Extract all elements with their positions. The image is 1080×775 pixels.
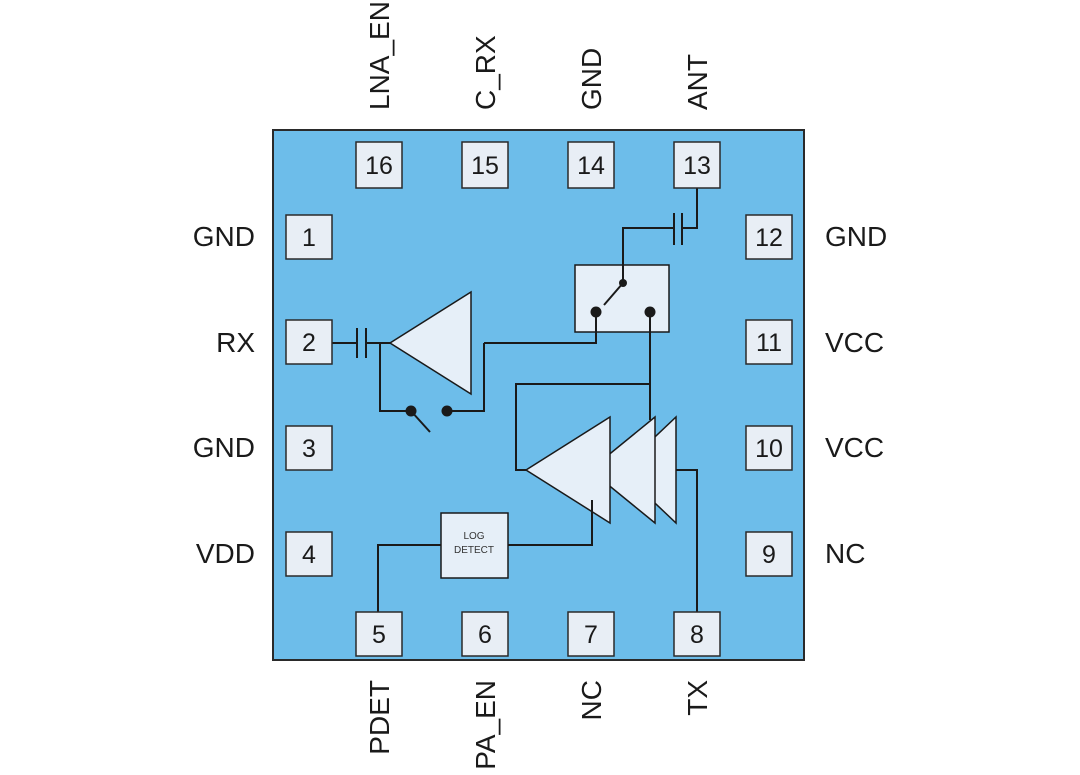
pin-4: 4 bbox=[285, 531, 333, 577]
pin-6-label: PA_EN bbox=[470, 680, 501, 770]
pin-2-number: 2 bbox=[302, 329, 316, 357]
pin-1-number: 1 bbox=[302, 224, 316, 252]
pin-3-number: 3 bbox=[302, 435, 316, 463]
pin-9-number: 9 bbox=[762, 541, 776, 569]
wire-cap-switch bbox=[622, 227, 674, 265]
pin-10: 10 bbox=[745, 425, 793, 471]
pin-7-label: NC bbox=[576, 680, 607, 720]
wire-bypass-right bbox=[447, 343, 485, 412]
pin-7: 7 bbox=[567, 611, 615, 657]
pin-15: 15 bbox=[461, 141, 509, 189]
pin-15-number: 15 bbox=[471, 152, 499, 180]
pin-11-label: VCC bbox=[825, 327, 884, 358]
pin-1: 1 bbox=[285, 214, 333, 260]
log-detect-line2: DETECT bbox=[454, 545, 494, 556]
wire-detect-pdet bbox=[377, 544, 441, 612]
pin-6-number: 6 bbox=[478, 621, 492, 649]
pin-9-label: NC bbox=[825, 538, 865, 569]
lna-amplifier bbox=[388, 290, 472, 396]
pin-4-label: VDD bbox=[196, 538, 255, 569]
wire-tx-pa bbox=[676, 469, 698, 612]
pin-10-number: 10 bbox=[755, 435, 783, 463]
package-body bbox=[272, 129, 805, 661]
pin-2-label: RX bbox=[216, 327, 255, 358]
pin-7-number: 7 bbox=[584, 621, 598, 649]
pin-11-number: 11 bbox=[756, 329, 782, 357]
pin-15-label: C_RX bbox=[470, 35, 501, 110]
log-detect-line1: LOG bbox=[463, 531, 484, 542]
pin-1-label: GND bbox=[193, 221, 255, 252]
pin-16: 16 bbox=[355, 141, 403, 189]
pin-5-number: 5 bbox=[372, 621, 386, 649]
wire-pa-feedback bbox=[515, 383, 650, 471]
pin-14-label: GND bbox=[576, 48, 607, 110]
pin-4-number: 4 bbox=[302, 541, 316, 569]
pin-8-label: TX bbox=[682, 680, 713, 716]
pin-8: 8 bbox=[673, 611, 721, 657]
pin-13-label: ANT bbox=[682, 54, 713, 110]
pin-8-number: 8 bbox=[690, 621, 704, 649]
pin-5: 5 bbox=[355, 611, 403, 657]
wire-ant-cap bbox=[682, 188, 698, 229]
wire-pa-detect bbox=[508, 500, 593, 546]
pin-13-number: 13 bbox=[683, 152, 711, 180]
pin-11: 11 bbox=[745, 319, 793, 365]
bypass-blade bbox=[410, 410, 431, 433]
pin-6: 6 bbox=[461, 611, 509, 657]
pin-9: 9 bbox=[745, 531, 793, 577]
bypass-contact-right bbox=[441, 405, 453, 417]
pin-5-label: PDET bbox=[364, 680, 395, 755]
wire-switch-lna bbox=[484, 312, 597, 344]
pin-3: 3 bbox=[285, 425, 333, 471]
pin-16-number: 16 bbox=[365, 152, 393, 180]
pin-12: 12 bbox=[745, 214, 793, 260]
pin-3-label: GND bbox=[193, 432, 255, 463]
pin-13: 13 bbox=[673, 141, 721, 189]
pin-2: 2 bbox=[285, 319, 333, 365]
pin-16-label: LNA_EN bbox=[364, 1, 395, 110]
wire-bypass-left bbox=[379, 343, 411, 412]
pin-14: 14 bbox=[567, 141, 615, 189]
log-detect-block bbox=[440, 512, 509, 579]
pa-stage-1 bbox=[524, 415, 611, 525]
pin-14-number: 14 bbox=[577, 152, 605, 180]
pin-12-number: 12 bbox=[755, 224, 783, 252]
pin-10-label: VCC bbox=[825, 432, 884, 463]
pin-12-label: GND bbox=[825, 221, 887, 252]
pa-stage-2 bbox=[588, 415, 656, 525]
switch-blade bbox=[603, 282, 624, 306]
